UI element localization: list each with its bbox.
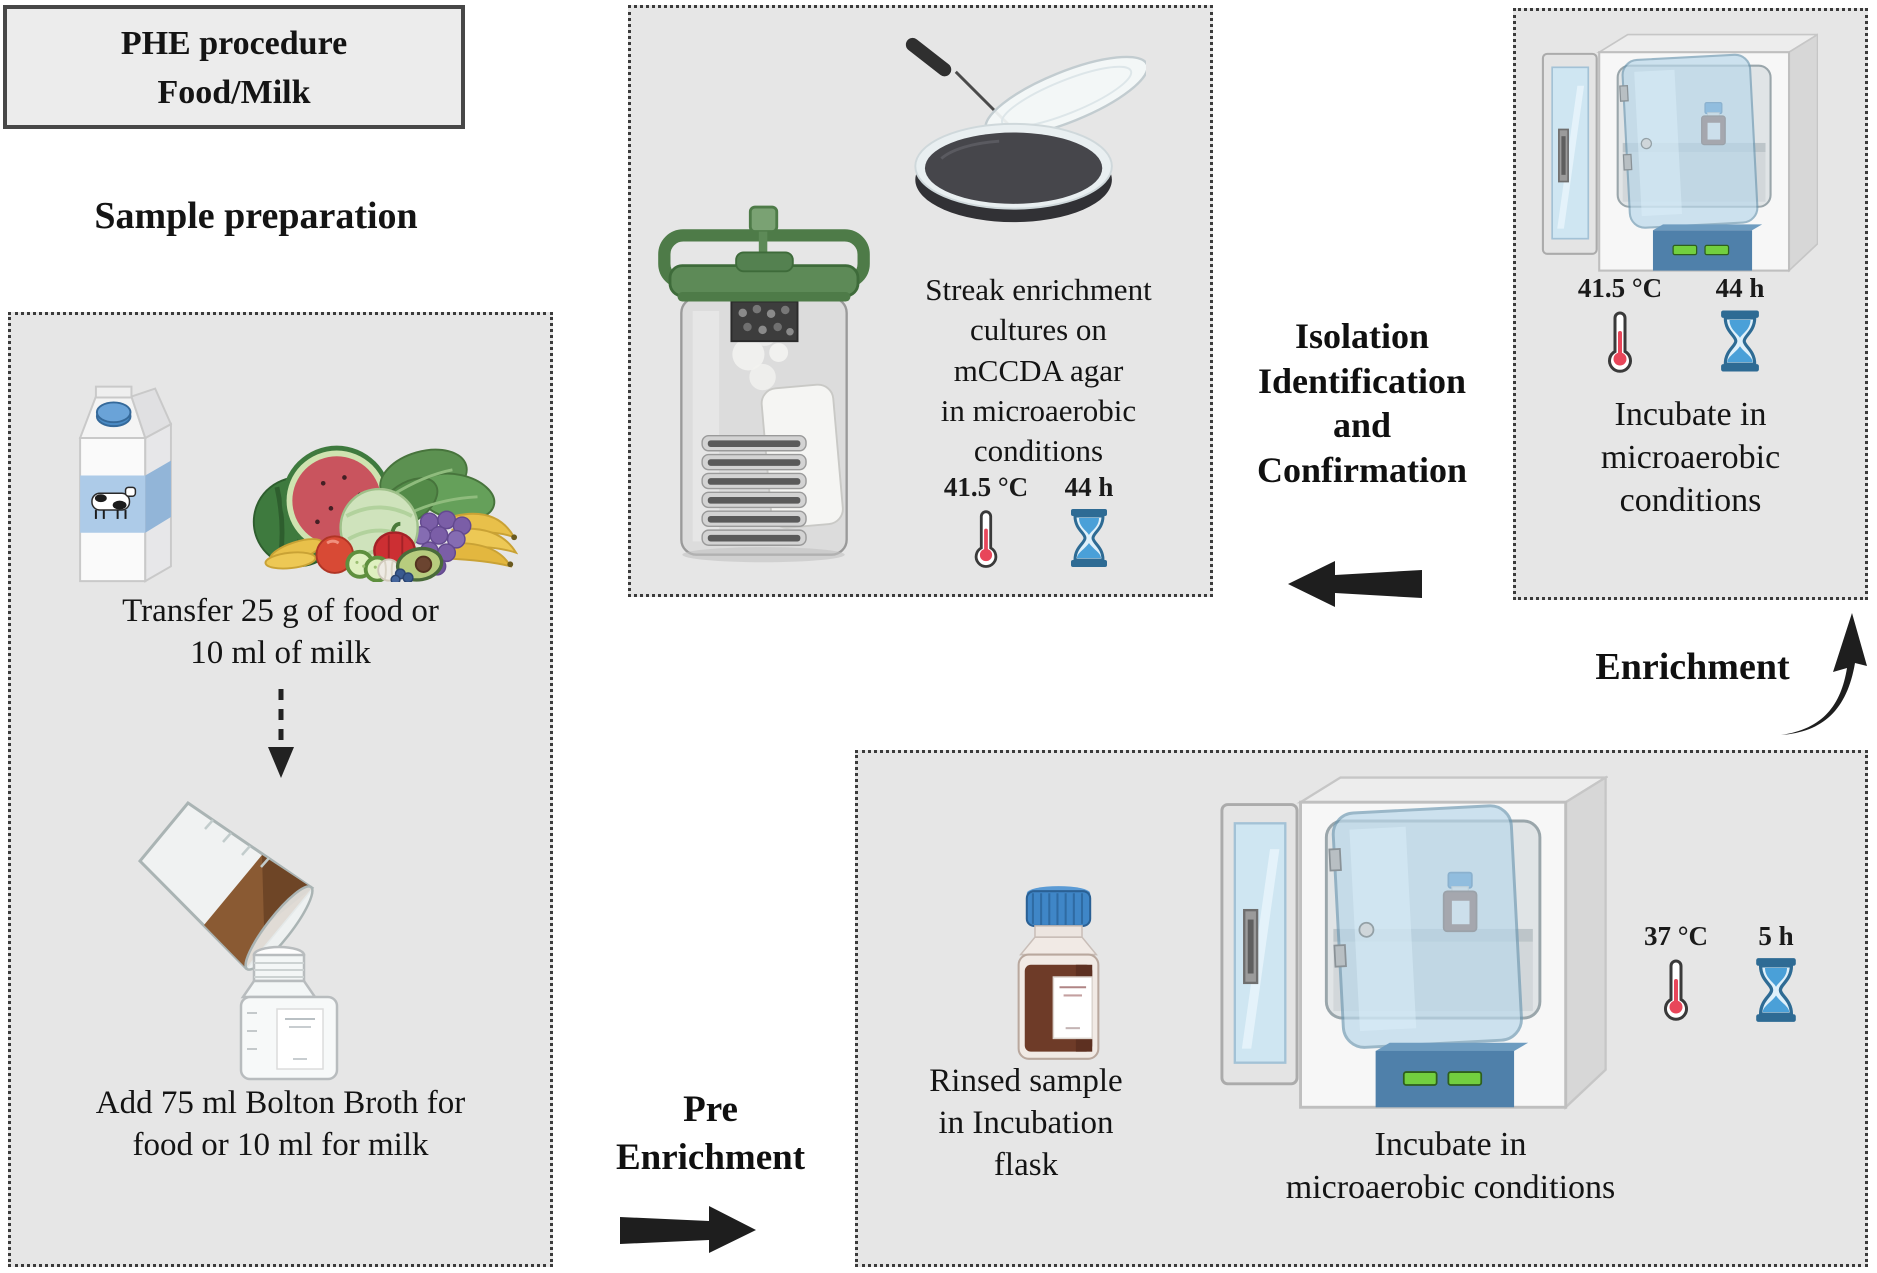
dilution-bottle [239,945,339,1081]
bolton-broth-caption: Add 75 ml Bolton Broth for food or 10 ml… [95,1085,466,1163]
incubator-control-panel [1652,224,1763,271]
hourglass-icon [1071,509,1107,567]
rinsed-sample-caption: Rinsed sample in Incubation flask [929,1063,1123,1183]
transfer-caption: Transfer 25 g of food or 10 ml of milk [122,593,439,671]
incubator-control-panel [1375,1042,1529,1108]
pouring-beaker-illustration [137,800,339,1081]
thermometer-icon [1608,311,1632,373]
blueberries [390,568,414,582]
pre-enrichment-temperature: 37 °C [1620,921,1732,1022]
thermometer-icon [1664,959,1688,1021]
incubator-glass-door [1619,53,1759,229]
cow-icon [91,486,137,519]
incubator-illustration [1220,775,1608,1110]
streak-duration: 44 h [1039,472,1139,567]
petri-dish-loop-illustration [905,37,1146,223]
sample-preparation-heading: Sample preparation [94,195,418,237]
sample-preparation-panel: Transfer 25 g of food or 10 ml of milk [8,312,553,1267]
avocado [395,546,444,582]
inoculation-loop-handle [905,37,952,77]
pre-enrichment-panel: Rinsed sample in Incubation flask [855,750,1868,1267]
streak-temperature: 41.5 °C [931,472,1041,569]
petri-dish [914,122,1113,223]
streak-caption: Streak enrichment cultures on mCCDA agar… [925,272,1152,469]
enrichment-label: Enrichment [1595,646,1790,688]
title-line2: Food/Milk [157,74,311,112]
pre-enrichment-duration: 5 h [1720,921,1832,1022]
pre-enrichment-incubate-caption: Incubate in microaerobic conditions [1285,1126,1616,1207]
left-arrow [1288,561,1422,607]
incubation-panel-top: 41.5 °C 44 h Incubate in microaerobic co… [1513,8,1868,600]
hourglass-icon [1721,310,1759,372]
right-arrow [620,1206,756,1253]
curved-up-arrow [1781,613,1867,735]
thermometer-icon [974,510,998,568]
catalyst-basket [730,300,799,343]
title-line1: PHE procedure [120,25,348,62]
incubator-outer-door [1220,803,1299,1086]
rinsed-sample-flask-illustration [1017,886,1100,1060]
incubation-top-caption: Incubate in microaerobic conditions [1600,396,1781,520]
petri-dish-stack [701,434,807,546]
dashed-down-arrow [268,689,294,778]
tilted-beaker [137,800,315,971]
anaerobic-jar-illustration [658,205,870,563]
incubator-illustration [1541,33,1818,273]
incubation-top-duration: 44 h [1684,273,1796,372]
streak-panel: Streak enrichment cultures on mCCDA agar… [628,5,1213,597]
incubator-outer-door [1541,52,1598,255]
isolation-label: Isolation Identification and Confirmatio… [1257,316,1467,490]
incubation-top-temperature: 41.5 °C [1564,273,1676,374]
title-box: PHE procedure Food/Milk [3,5,465,129]
food-pile-illustration [252,445,518,582]
hourglass-icon [1756,958,1796,1022]
tomato [315,535,355,574]
milk-carton-illustration [78,385,173,583]
pre-enrichment-label: Pre Enrichment [615,1089,806,1179]
incubator-glass-door [1328,804,1523,1049]
